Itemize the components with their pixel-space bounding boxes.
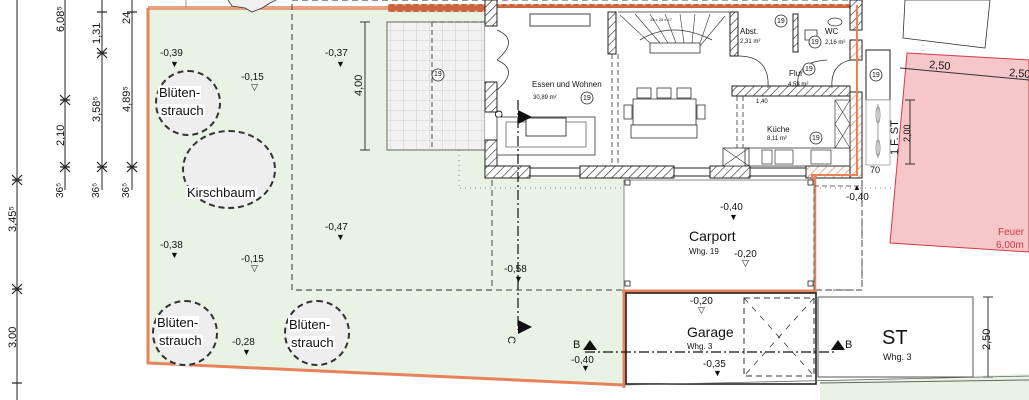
level-marker: -0,15 (241, 72, 264, 83)
level-marker: -0,28 (232, 337, 255, 348)
section-c-top: C (492, 110, 504, 118)
bike-st-dimension: 2,00 (902, 124, 912, 142)
bike-storage-dimension: 70 (870, 165, 881, 175)
level-marker: -0,47 (325, 222, 348, 233)
room-area-kitchen: 8,11 m² (767, 136, 787, 142)
garden-area (148, 8, 624, 385)
level-filled-icon: ▼ (581, 363, 590, 373)
room-area-living: 30,89 m² (533, 95, 557, 101)
dim-right-1: 2,50 (928, 59, 951, 73)
carport (623, 179, 815, 291)
level-open-icon: ▽ (251, 263, 258, 273)
garage-level-top: -0,20 (690, 296, 713, 307)
fire-zone-label-1: Feuer (998, 227, 1025, 238)
room-name-wc: WC (825, 27, 839, 36)
room-name-storage: Abst. (740, 27, 759, 36)
room-name-living: Essen und Wohnen (532, 80, 602, 89)
bike-storage-unit: 19 (872, 72, 880, 79)
room-unit-living: 19 (583, 95, 591, 102)
kitchen-dimension: 1,40 (756, 99, 768, 105)
room-unit-hall: 19 (805, 66, 813, 73)
carport-level-top: -0,40 (720, 202, 743, 213)
room-unit-kitchen: 19 (812, 135, 820, 142)
dim-right-2: 2,50 (1008, 67, 1029, 81)
terrace-dimension: 4,00 (353, 74, 365, 96)
section-b-level: -0,40 (571, 355, 594, 366)
garage-name: Garage (687, 324, 734, 340)
fire-zone (889, 52, 1029, 253)
level-open-icon: ▽ (698, 305, 705, 315)
dim-left-lower: 3,00 (7, 326, 19, 348)
shrub-1-label-1: Blüten- (158, 85, 202, 100)
shrub-1-label-2: strauch (160, 103, 205, 118)
dim-col4-top: 24 (121, 11, 133, 24)
fire-zone-label-2: 6,00m (996, 240, 1024, 251)
level-marker: -0,38 (160, 240, 183, 251)
dim-col3-bottom: 36⁵ (91, 182, 102, 198)
room-area-hall: 4,58 m² (788, 82, 809, 88)
section-b-right: B (845, 339, 853, 351)
dim-col2-mid: 2,10 (55, 124, 67, 146)
level-filled-icon: ▼ (713, 368, 722, 378)
level-filled-icon: ▼ (729, 212, 738, 222)
terrace (386, 21, 486, 151)
carport-unit: Whg. 19 (689, 247, 719, 256)
terrace-unit-number: 19 (434, 71, 442, 78)
parking-dimension: 2,50 (981, 328, 993, 350)
room-unit-wc: 19 (811, 39, 819, 46)
dim-col4-bottom: 36⁵ (121, 182, 132, 198)
level-filled-icon: ▼ (170, 59, 179, 69)
room-name-kitchen: Küche (767, 125, 790, 134)
level-marker: -0,58 (504, 264, 527, 275)
carport-name: Carport (689, 228, 736, 244)
level-marker-up-icon: ▲ (853, 183, 861, 192)
carport-level-mid: -0,20 (734, 249, 757, 260)
garage-level-bottom: -0,35 (703, 359, 726, 370)
dim-col2-bottom: 36⁵ (55, 182, 66, 198)
room-area-storage: 2,31 m² (740, 39, 761, 45)
shrub-2-label-1: Blüten- (156, 315, 200, 330)
shrub-3-label-1: Blüten- (288, 317, 332, 332)
cherry-tree-label: Kirschbaum (186, 185, 257, 200)
room-area-wc: 2,16 m² (825, 40, 846, 46)
level-marker: -0,37 (325, 48, 348, 59)
dim-left-upper: 3,45⁵ (7, 206, 19, 232)
level-open-icon: ▽ (251, 82, 258, 92)
property-line (146, 8, 625, 387)
level-filled-icon: ▼ (336, 59, 345, 69)
parking-space (817, 296, 974, 378)
garage (625, 292, 817, 385)
dim-col4-mid: 4,89⁵ (121, 86, 133, 112)
level-marker: -0,40 (846, 192, 869, 203)
stair-label: 15 x 25 x 17 (650, 17, 672, 22)
section-b-left: B (573, 339, 581, 351)
garage-unit: Whg. 3 (687, 342, 713, 351)
shrub-2-label-2: strauch (158, 333, 203, 348)
bike-st-label: 1 F. ST (889, 120, 901, 155)
parking-name: ST (882, 327, 908, 349)
level-marker: -0,15 (241, 254, 264, 265)
shrub-3 (284, 300, 350, 366)
shrub-2 (152, 300, 218, 366)
room-name-hall: Flur (789, 69, 803, 78)
level-filled-icon: ▼ (336, 232, 345, 242)
dim-col2-top: 6,08⁵ (55, 6, 67, 32)
level-marker: -0,39 (160, 48, 183, 59)
shrub-3-label-2: strauch (290, 335, 335, 350)
shrub-1 (155, 70, 221, 136)
level-filled-icon: ▼ (170, 250, 179, 260)
room-unit-storage: 19 (777, 18, 785, 25)
level-open-icon: ▽ (742, 258, 749, 268)
dim-col3-mid: 3,58⁵ (91, 96, 103, 122)
dim-col3-top: 1,31 (91, 22, 103, 44)
section-c-bottom: C (505, 336, 517, 344)
parking-unit: Whg. 3 (883, 352, 912, 362)
level-filled-icon: ▼ (514, 274, 523, 284)
level-filled-icon: ▼ (242, 347, 251, 357)
